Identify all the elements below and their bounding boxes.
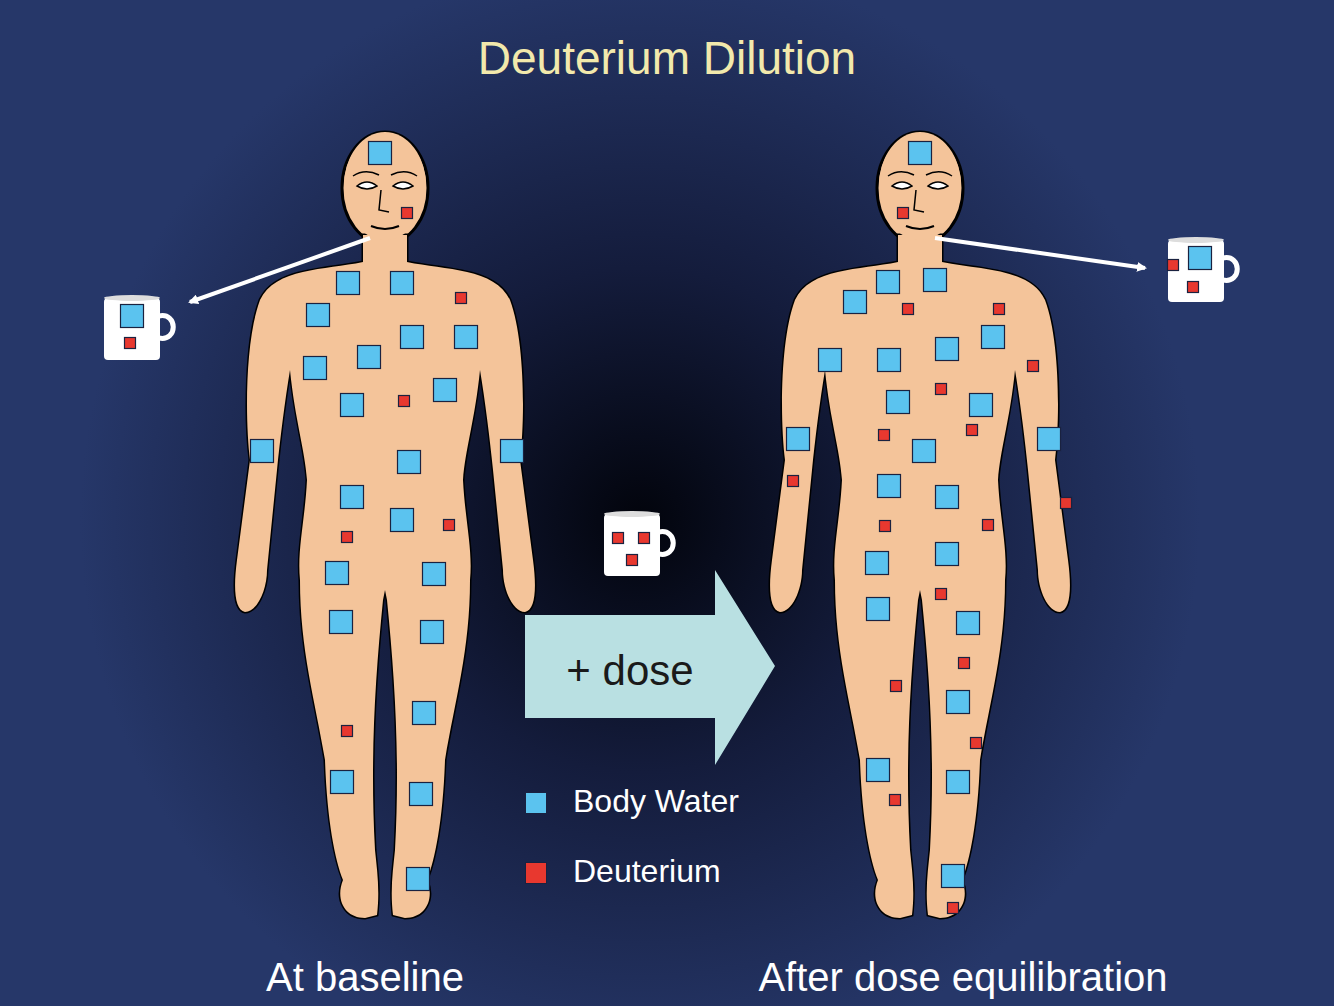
molecule-square [401, 326, 424, 349]
figure-caption: At baseline [266, 955, 464, 999]
dose-label: + dose [566, 648, 693, 694]
molecule-square [947, 691, 970, 714]
diagram-title: Deuterium Dilution [478, 33, 856, 84]
molecule-square [307, 304, 330, 327]
molecule-square [942, 865, 965, 888]
molecule-square [947, 771, 970, 794]
molecule-square [398, 451, 421, 474]
molecule-square [444, 520, 455, 531]
molecule-square [342, 532, 353, 543]
molecule-square [326, 562, 349, 585]
molecule-square [1188, 282, 1199, 293]
molecule-square [879, 430, 890, 441]
molecule-square [456, 293, 467, 304]
molecule-square [627, 555, 638, 566]
legend-swatch [525, 862, 547, 884]
molecule-square [1038, 428, 1061, 451]
molecule-square [994, 304, 1005, 315]
molecule-square [410, 783, 433, 806]
molecule-square [358, 346, 381, 369]
molecule-square [501, 440, 524, 463]
molecule-square [948, 903, 959, 914]
molecule-square [878, 349, 901, 372]
legend-text: Body Water [573, 784, 739, 819]
molecule-square [982, 326, 1005, 349]
molecule-square [391, 509, 414, 532]
figure-caption: After dose equilibration [758, 955, 1167, 999]
molecule-square [125, 338, 136, 349]
molecule-square [970, 394, 993, 417]
molecule-square [251, 440, 274, 463]
molecule-square [903, 304, 914, 315]
molecule-square [1061, 498, 1072, 509]
molecule-square [423, 563, 446, 586]
molecule-square [787, 428, 810, 451]
molecule-square [639, 533, 650, 544]
molecule-square [924, 269, 947, 292]
molecule-square [936, 486, 959, 509]
molecule-square [1189, 247, 1212, 270]
molecule-square [936, 589, 947, 600]
molecule-square [330, 611, 353, 634]
molecule-square [819, 349, 842, 372]
molecule-square [880, 521, 891, 532]
molecule-square [887, 391, 910, 414]
molecule-square [434, 379, 457, 402]
molecule-square [337, 272, 360, 295]
molecule-square [936, 384, 947, 395]
molecule-square [957, 612, 980, 635]
molecule-square [399, 396, 410, 407]
molecule-square [369, 142, 392, 165]
molecule-square [959, 658, 970, 669]
molecule-square [936, 543, 959, 566]
molecule-square [341, 394, 364, 417]
molecule-square [867, 759, 890, 782]
molecule-square [304, 357, 327, 380]
molecule-square [971, 738, 982, 749]
molecule-square [867, 598, 890, 621]
molecule-square [891, 681, 902, 692]
molecule-square [331, 771, 354, 794]
molecule-square [890, 795, 901, 806]
molecule-square [1028, 361, 1039, 372]
molecule-square [913, 440, 936, 463]
molecule-square [402, 208, 413, 219]
molecule-square [898, 208, 909, 219]
molecule-square [844, 291, 867, 314]
molecule-square [613, 533, 624, 544]
molecule-square [878, 475, 901, 498]
molecule-square [342, 726, 353, 737]
molecule-square [866, 552, 889, 575]
molecule-square [983, 520, 994, 531]
legend-swatch [525, 792, 547, 814]
molecule-square [407, 868, 430, 891]
molecule-square [391, 272, 414, 295]
molecule-square [909, 142, 932, 165]
molecule-square [936, 338, 959, 361]
molecule-square [877, 271, 900, 294]
molecule-square [1168, 260, 1179, 271]
molecule-square [413, 702, 436, 725]
molecule-square [455, 326, 478, 349]
molecule-square [121, 305, 144, 328]
molecule-square [341, 486, 364, 509]
legend-text: Deuterium [573, 854, 721, 889]
molecule-square [967, 425, 978, 436]
molecule-square [421, 621, 444, 644]
molecule-square [788, 476, 799, 487]
